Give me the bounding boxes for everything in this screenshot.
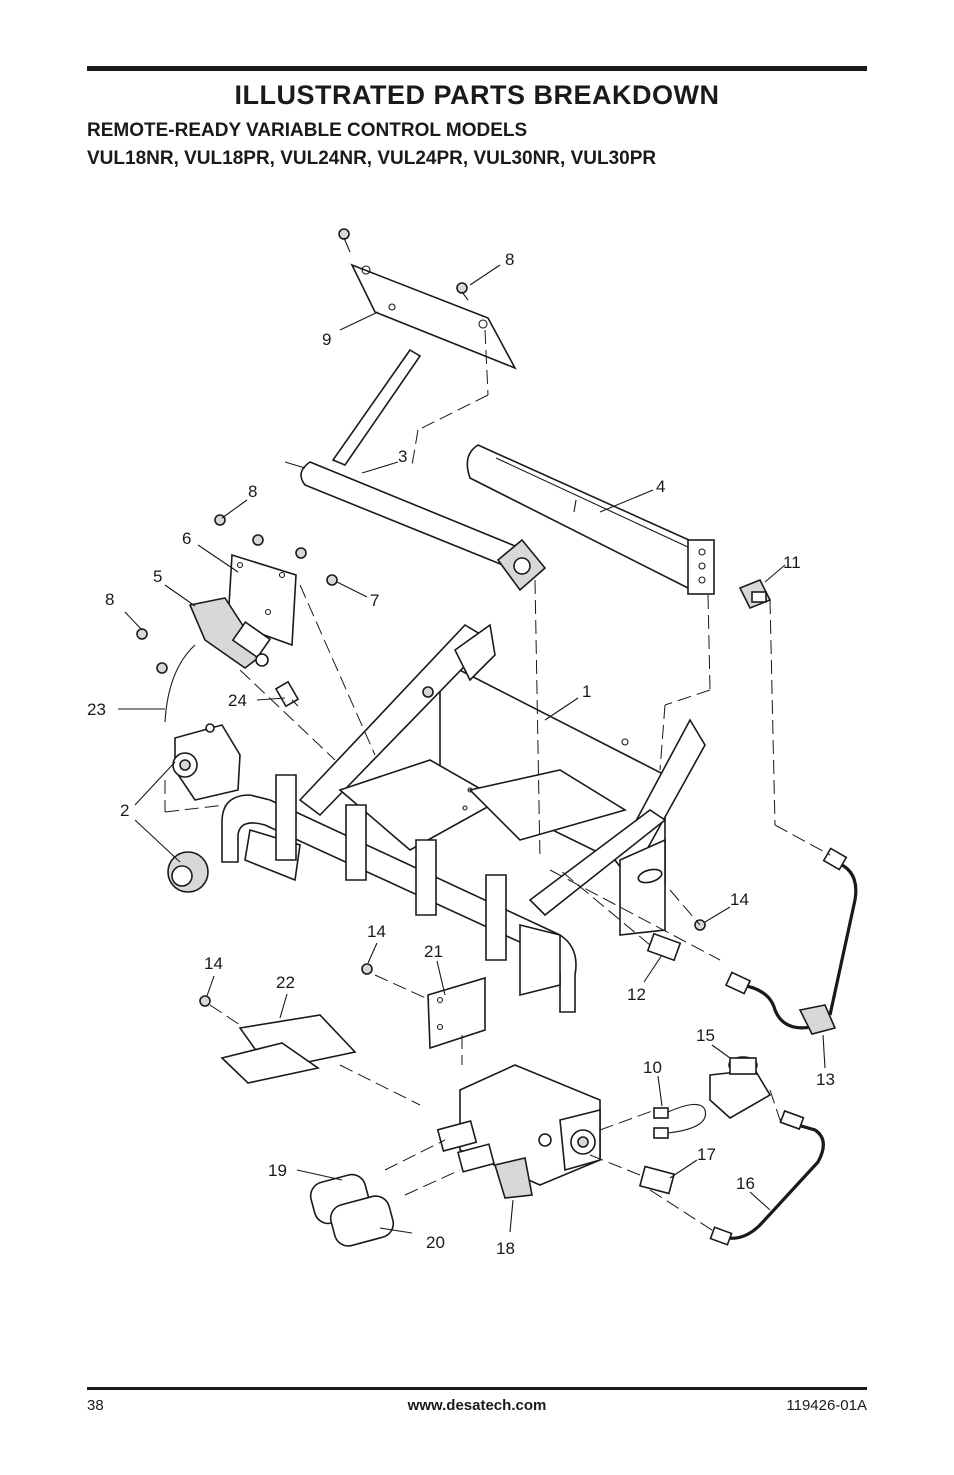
gas-tubing-part-16 [709,1109,825,1246]
bracket-part-21 [427,976,486,1050]
heat-shield-part-22 [220,1014,357,1084]
callout-17: 17 [697,1145,716,1164]
switch-housing-part-2 [172,723,241,801]
fitting-part-12 [646,932,682,962]
fitting-part-11 [738,578,772,610]
callout-23: 23 [87,700,106,719]
callout-4: 4 [656,477,665,496]
regulator-part-15 [709,1056,772,1119]
callout-8: 8 [505,250,514,269]
callout-16: 16 [736,1174,755,1193]
callout-8: 8 [105,590,114,609]
electrode-part-24 [274,680,300,708]
callout-12: 12 [627,985,646,1004]
callout-1: 1 [582,682,591,701]
knob-part-20 [329,1195,395,1247]
callout-19: 19 [268,1161,287,1180]
callout-20: 20 [426,1233,445,1252]
control-knob-part-2 [167,851,209,893]
website-link[interactable]: www.desatech.com [407,1397,547,1414]
fitting-part-17 [638,1165,676,1195]
top-rule [87,66,867,71]
valve-bracket-part-18 [493,1157,533,1199]
nut-icon [136,514,338,674]
page-number: 38 [87,1397,104,1414]
callout-7: 7 [370,591,379,610]
callout-11: 11 [783,553,801,572]
models-subtitle: REMOTE-READY VARIABLE CONTROL MODELS [87,120,528,141]
callout-9: 9 [322,330,331,349]
callout-13: 13 [816,1070,835,1089]
callout-22: 22 [276,973,295,992]
callout-8: 8 [248,482,257,501]
gas-tubing-part-13 [724,847,858,1035]
burner-frame-part-1 [298,623,706,936]
callout-5: 5 [153,567,162,586]
callout-2: 2 [120,801,129,820]
callout-14: 14 [367,922,386,941]
wire-harness-part-10 [653,1103,707,1139]
bottom-rule [87,1387,867,1390]
document-number: 119426-01A [786,1397,867,1414]
model-list: VUL18NR, VUL18PR, VUL24NR, VUL24PR, VUL3… [87,148,657,169]
callout-24: 24 [228,691,247,710]
callout-10: 10 [643,1058,662,1077]
assembly-lines [164,329,831,1233]
gas-valve [436,1064,601,1186]
callout-15: 15 [696,1026,715,1045]
screw-icon [199,919,706,1007]
piezo-wire-part-23 [164,644,196,723]
log-burner-part-4 [466,444,715,595]
callout-3: 3 [398,447,407,466]
pilot-assembly-part-5 [188,597,272,669]
callout-6: 6 [182,529,191,548]
callout-14: 14 [204,954,223,973]
burner-pan [221,774,577,1013]
callout-18: 18 [496,1239,515,1258]
callout-21: 21 [424,942,443,961]
cover-plate-part-9 [350,263,517,370]
leader-lines [118,264,826,1234]
page-title: ILLUSTRATED PARTS BREAKDOWN [234,80,720,110]
screw-icon [338,228,469,301]
callout-labels: 8 9 3 4 8 6 5 8 7 11 1 23 24 2 14 14 21 … [87,250,835,1258]
burner-tube-part-3 [284,348,547,592]
callout-14: 14 [730,890,749,909]
